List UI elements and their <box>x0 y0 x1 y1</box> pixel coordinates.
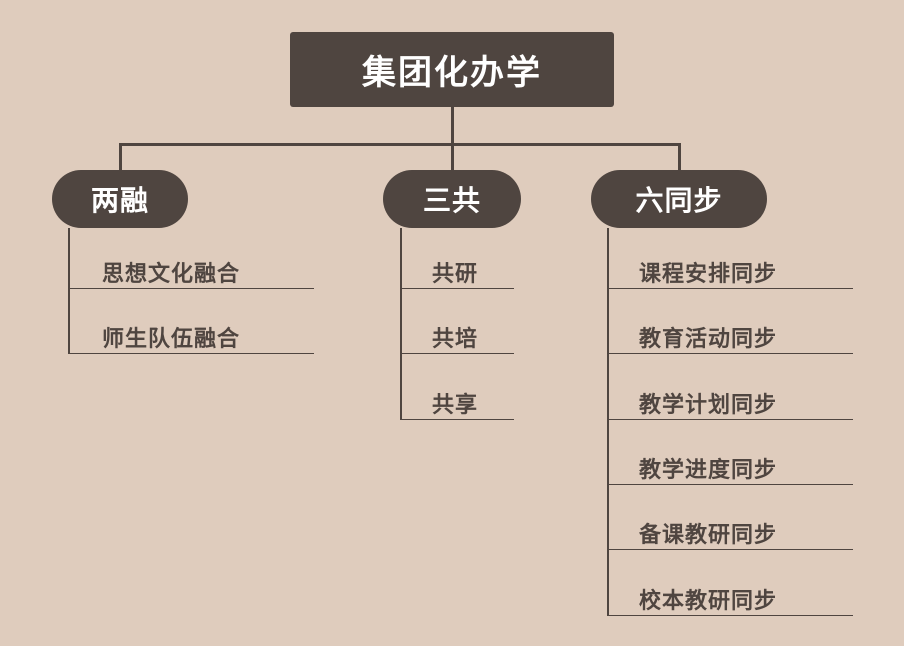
branch-2-item-3: 共享 <box>432 393 479 418</box>
branch-label: 三共 <box>422 184 481 217</box>
connector-root-stem <box>451 107 454 145</box>
branch-3-rule-6 <box>607 615 853 616</box>
branch-3-rule-4 <box>607 484 853 485</box>
branch-3-item-6: 校本教研同步 <box>639 589 778 614</box>
branch-2-rule-1 <box>400 288 514 289</box>
branch-3-item-5: 备课教研同步 <box>639 523 778 548</box>
branch-node-sangong: 三共 <box>383 170 521 228</box>
branch-node-liutongbu: 六同步 <box>591 170 767 228</box>
branch-3-rule-2 <box>607 353 853 354</box>
root-label: 集团化办学 <box>362 53 542 93</box>
connector-drop-2 <box>451 143 454 173</box>
branch-3-rule-5 <box>607 549 853 550</box>
connector-drop-3 <box>678 143 681 173</box>
connector-drop-1 <box>119 143 122 173</box>
branch-3-rule-1 <box>607 288 853 289</box>
branch-1-vertical <box>68 228 70 354</box>
branch-3-vertical <box>607 228 609 616</box>
branch-3-item-2: 教育活动同步 <box>639 327 778 352</box>
branch-1-item-1: 思想文化融合 <box>102 262 241 287</box>
branch-1-rule-2 <box>68 353 314 354</box>
branch-2-vertical <box>400 228 402 420</box>
branch-node-liangrong: 两融 <box>52 170 188 228</box>
root-node: 集团化办学 <box>290 32 614 107</box>
branch-2-item-1: 共研 <box>432 262 479 287</box>
branch-3-item-1: 课程安排同步 <box>639 262 778 287</box>
branch-3-rule-3 <box>607 419 853 420</box>
connector-bus <box>119 143 681 146</box>
branch-2-rule-2 <box>400 353 514 354</box>
branch-label: 六同步 <box>635 184 723 217</box>
branch-label: 两融 <box>90 184 149 217</box>
branch-2-item-2: 共培 <box>432 327 479 352</box>
branch-3-item-4: 教学进度同步 <box>639 458 778 483</box>
branch-2-rule-3 <box>400 419 514 420</box>
branch-1-rule-1 <box>68 288 314 289</box>
branch-3-item-3: 教学计划同步 <box>639 393 778 418</box>
branch-1-item-2: 师生队伍融合 <box>102 327 241 352</box>
